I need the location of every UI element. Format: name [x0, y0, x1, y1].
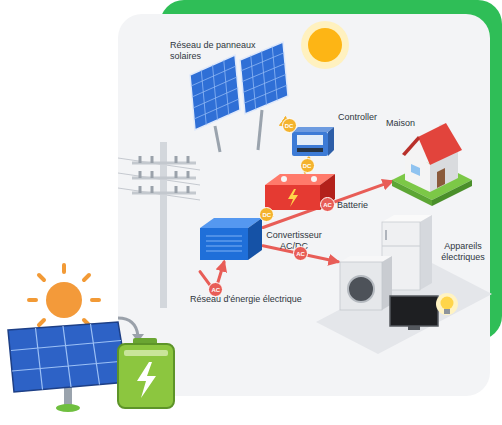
icon-panel-grid [11, 324, 125, 390]
sun [308, 28, 342, 62]
controller-terminals [297, 148, 323, 152]
component-box: Appareils électriques [338, 213, 434, 331]
washer-door [348, 276, 374, 302]
house-door [437, 168, 445, 188]
component-label: Batterie [337, 200, 387, 211]
current-badge: DC [282, 118, 297, 133]
icon-solar-panel [8, 322, 128, 392]
component-box: Réseau de panneaux solaires [190, 50, 288, 132]
controller-top [292, 127, 334, 132]
pole-crossbar [132, 163, 196, 193]
house-roof [418, 123, 462, 165]
component-box: Réseau d'énergie électrique [128, 138, 200, 308]
converter-side [248, 218, 262, 260]
battery-bolt [288, 189, 298, 207]
bulb-glow [436, 293, 458, 315]
component-label: Réseau de panneaux solaires [170, 40, 262, 62]
icon-panel-stand [64, 385, 72, 407]
wire-connector [263, 246, 338, 262]
pole-insulator [140, 156, 188, 193]
icon-battery-bolt [137, 362, 156, 398]
component-box: Maison [392, 128, 472, 206]
tv-screen [390, 296, 438, 326]
battery-body [265, 185, 320, 210]
converter-vents [206, 236, 242, 251]
controller-body [292, 132, 328, 156]
current-badge: DC [300, 158, 315, 173]
icon-sun [46, 282, 82, 318]
controller-screen [297, 135, 323, 145]
battery-terminal [311, 176, 317, 182]
washer [340, 262, 382, 310]
current-badge: AC [208, 282, 223, 297]
current-badge: AC [320, 197, 335, 212]
tv-stand [408, 326, 420, 330]
house-eave [402, 136, 420, 156]
component-box: Controller [290, 126, 336, 158]
component-label: Appareils électriques [432, 241, 494, 263]
panel-leg [215, 126, 220, 152]
sun-glow [301, 21, 349, 69]
controller-side [328, 127, 334, 156]
light-bulb [441, 297, 454, 310]
bulb-base [444, 309, 450, 314]
fridge-side [420, 215, 432, 290]
icon-arrow [118, 318, 138, 336]
panel-leg [258, 110, 262, 150]
icon-panel-base [56, 404, 80, 412]
icon-battery [118, 344, 174, 408]
power-pole [160, 142, 167, 308]
house-window [411, 164, 420, 176]
current-badge: DC [259, 207, 274, 222]
panel-grid [191, 47, 287, 126]
icon-battery-level [124, 350, 168, 356]
converter-body [200, 228, 248, 260]
current-badge: AC [293, 246, 308, 261]
fridge-door-line [382, 246, 420, 247]
fridge-handle [385, 230, 387, 240]
component-box: Convertisseur AC/DC [199, 216, 263, 262]
grey-panel [118, 14, 490, 396]
battery-terminal [281, 176, 287, 182]
component-label: Maison [386, 118, 436, 129]
